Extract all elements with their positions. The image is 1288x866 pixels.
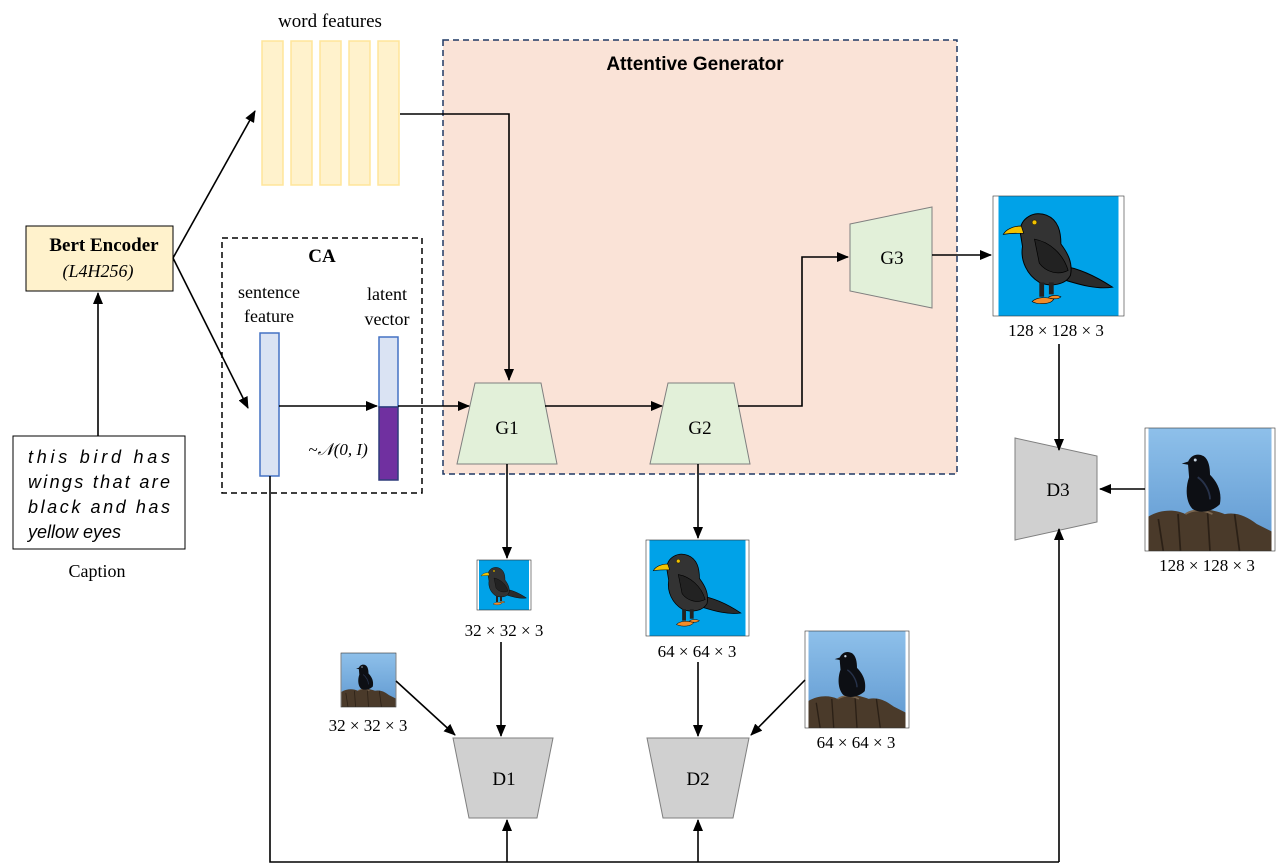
word-feature-bars xyxy=(261,40,400,186)
sentence-feature-bar xyxy=(259,332,280,477)
word-features-label: word features xyxy=(278,11,382,32)
discriminator-d3-label: D3 xyxy=(1046,480,1069,501)
word-feature-bar xyxy=(261,40,284,186)
real-image-32-size: 32 × 32 × 3 xyxy=(329,716,408,735)
generated-image-32 xyxy=(477,560,531,610)
generated-image-64-size: 64 × 64 × 3 xyxy=(658,642,737,661)
latent-vector-label: vector xyxy=(365,309,410,329)
generator-g2 xyxy=(649,382,751,465)
discriminator-d2-label: D2 xyxy=(686,769,709,790)
word-feature-bar xyxy=(319,40,342,186)
noise-distribution-label: ~𝒩(0, I) xyxy=(308,440,368,459)
arrow-encoder-to-word-features xyxy=(172,110,256,259)
attentive-generator-title: Attentive Generator xyxy=(606,54,784,75)
real-image-64 xyxy=(807,631,907,728)
caption-box xyxy=(12,435,186,550)
arrow-g2-to-g3 xyxy=(738,252,849,407)
word-feature-bar xyxy=(290,40,313,186)
word-feature-bar xyxy=(377,40,400,186)
generator-g3 xyxy=(849,206,933,309)
bert-encoder-config: (L4H256) xyxy=(63,261,134,282)
generated-image-128 xyxy=(999,196,1119,316)
caption-label: Caption xyxy=(69,561,126,581)
generator-g1-label: G1 xyxy=(495,418,518,439)
sentence-feature-label: sentence xyxy=(238,282,300,302)
discriminator-d1 xyxy=(452,737,554,819)
latent-vector-label: latent xyxy=(367,284,407,304)
generated-image-64 xyxy=(650,540,746,636)
generator-g1 xyxy=(456,382,558,465)
discriminator-d2 xyxy=(646,737,750,819)
arrow-word-features-to-g1 xyxy=(400,113,514,381)
arrow-encoder-to-sentence-feature xyxy=(172,257,249,409)
real-image-64-size: 64 × 64 × 3 xyxy=(817,733,896,752)
arrow-real-64-to-d2 xyxy=(750,679,806,736)
generated-image-128-size: 128 × 128 × 3 xyxy=(1008,321,1104,340)
generated-image-32-size: 32 × 32 × 3 xyxy=(465,621,544,640)
arrow-real-32-to-d1 xyxy=(395,680,456,736)
real-image-128 xyxy=(1147,428,1273,551)
bert-encoder-title: Bert Encoder xyxy=(49,235,159,256)
sentence-condition-bus xyxy=(269,476,1059,863)
caption-line: yellow eyes xyxy=(26,522,121,542)
caption-line: black and has xyxy=(28,497,170,517)
generator-g3-label: G3 xyxy=(880,248,903,269)
sentence-feature-label: feature xyxy=(244,306,294,326)
discriminator-d1-label: D1 xyxy=(492,769,515,790)
ca-module-box xyxy=(221,237,423,494)
word-feature-bar xyxy=(348,40,371,186)
generator-g2-label: G2 xyxy=(688,418,711,439)
latent-vector-bar-top xyxy=(378,336,399,408)
discriminator-d3 xyxy=(1014,437,1098,541)
bert-encoder-box xyxy=(25,225,174,292)
real-image-128-size: 128 × 128 × 3 xyxy=(1159,556,1255,575)
ca-module-title: CA xyxy=(308,246,336,267)
real-image-32 xyxy=(341,653,396,707)
latent-vector-bar-noise xyxy=(378,406,399,481)
connector-arrows xyxy=(93,110,1145,863)
